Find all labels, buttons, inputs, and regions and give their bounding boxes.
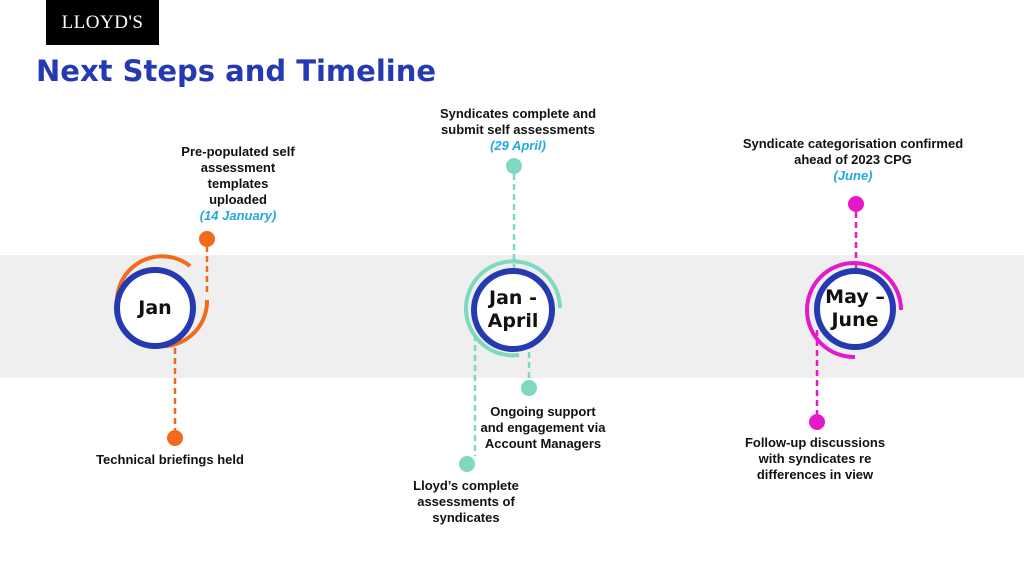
- april-outer-arc: [464, 259, 562, 358]
- event-syndicates-complete-date: (29 April): [490, 138, 546, 153]
- event-briefings: Technical briefings held: [80, 452, 260, 468]
- jan-dot-down: [167, 430, 183, 446]
- event-syndicates-complete: Syndicates complete and submit self asse…: [428, 106, 608, 154]
- event-ongoing-support: Ongoing support and engagement via Accou…: [480, 404, 606, 452]
- april-dot-left: [459, 456, 475, 472]
- milestone-jan: Jan: [138, 297, 172, 319]
- event-prepopulated: Pre-populated self assessment templates …: [178, 144, 298, 224]
- event-followup-text: Follow-up discussions with syndicates re…: [744, 435, 886, 482]
- event-briefings-text: Technical briefings held: [96, 452, 244, 467]
- jan-ring: [114, 267, 196, 349]
- event-categorisation: Syndicate categorisation confirmed ahead…: [733, 136, 973, 184]
- june-dot-up: [848, 196, 864, 212]
- milestone-may-june: May – June: [825, 286, 885, 331]
- event-prepopulated-text: Pre-populated self assessment templates …: [181, 144, 295, 207]
- page-title: Next Steps and Timeline: [36, 54, 437, 88]
- june-outer-arc: [805, 261, 903, 360]
- milestone-jan-april: Jan - April: [487, 287, 539, 332]
- jan-dot-up: [199, 231, 215, 247]
- event-categorisation-date: (June): [833, 168, 873, 183]
- event-followup: Follow-up discussions with syndicates re…: [736, 435, 894, 483]
- event-categorisation-text: Syndicate categorisation confirmed ahead…: [742, 136, 964, 167]
- event-ongoing-support-text: Ongoing support and engagement via Accou…: [480, 404, 606, 451]
- event-lloyds-complete: Lloyd’s complete assessments of syndicat…: [400, 478, 532, 526]
- april-dot-up: [506, 158, 522, 174]
- june-dot-down: [809, 414, 825, 430]
- event-prepopulated-date: (14 January): [199, 208, 277, 223]
- april-ring: [471, 268, 555, 352]
- june-ring: [814, 268, 896, 350]
- april-dot-right: [521, 380, 537, 396]
- event-lloyds-complete-text: Lloyd’s complete assessments of syndicat…: [413, 478, 519, 525]
- lloyds-logo: LLOYD'S: [46, 0, 159, 45]
- event-syndicates-complete-text: Syndicates complete and submit self asse…: [439, 106, 597, 137]
